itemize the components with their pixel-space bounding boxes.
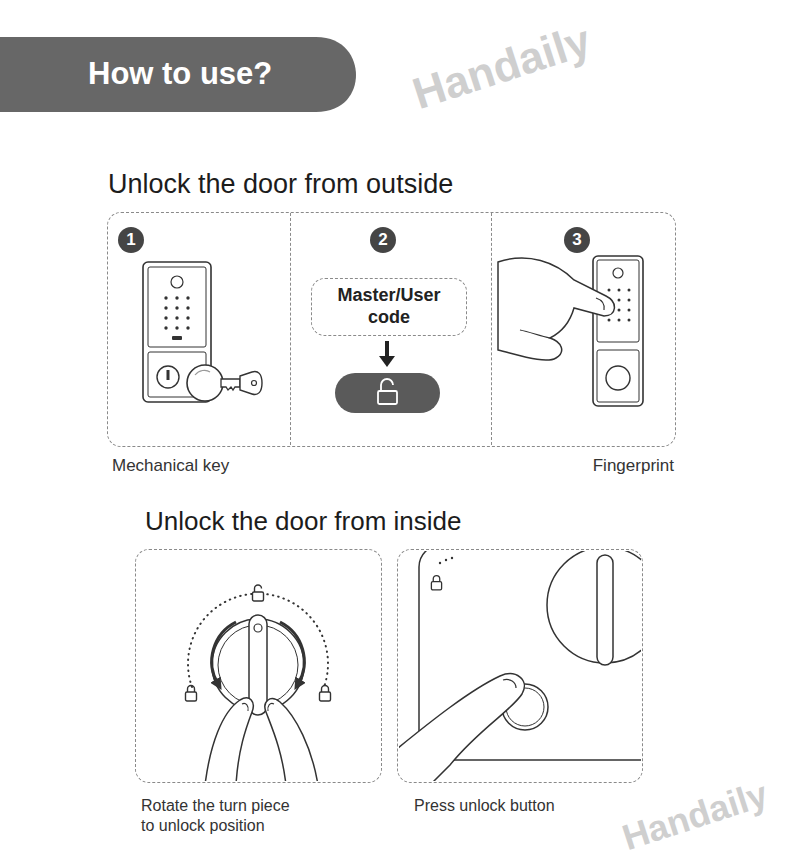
inside-caption: Press unlock button [414,796,555,816]
method-caption: Fingerprint [593,456,674,476]
lock-with-key [143,262,262,402]
outside-panel: Unlock the door from outside1Mechanical … [107,212,676,447]
fingerprint-hand [498,256,643,406]
code-box: Master/User code [311,278,467,336]
unlock-button-hand [399,551,641,781]
watermark: Handaily [407,15,597,119]
heading-tab [0,37,356,112]
watermark: Handaily [617,773,773,859]
step-number: 1 [118,227,144,253]
unlock-key-button [335,341,440,413]
step-number: 3 [564,227,590,253]
method-panel: 2Master/User code [290,213,492,445]
method-caption: Mechanical key [112,456,229,476]
section-heading: Unlock the door from inside [145,506,461,537]
inside-panel: Press unlock button [397,549,643,783]
page-title: How to use? [88,56,272,92]
section-heading: Unlock the door from outside [108,169,453,200]
turn-piece [186,585,331,781]
method-panel: 3Fingerprint [492,213,674,445]
inside-panel: Rotate the turn piece to unlock position [135,549,382,783]
inside-caption: Rotate the turn piece to unlock position [141,796,301,836]
method-panel: 1Mechanical key [108,213,290,445]
code-label: Master/User code [329,285,449,328]
step-number: 2 [370,227,396,253]
